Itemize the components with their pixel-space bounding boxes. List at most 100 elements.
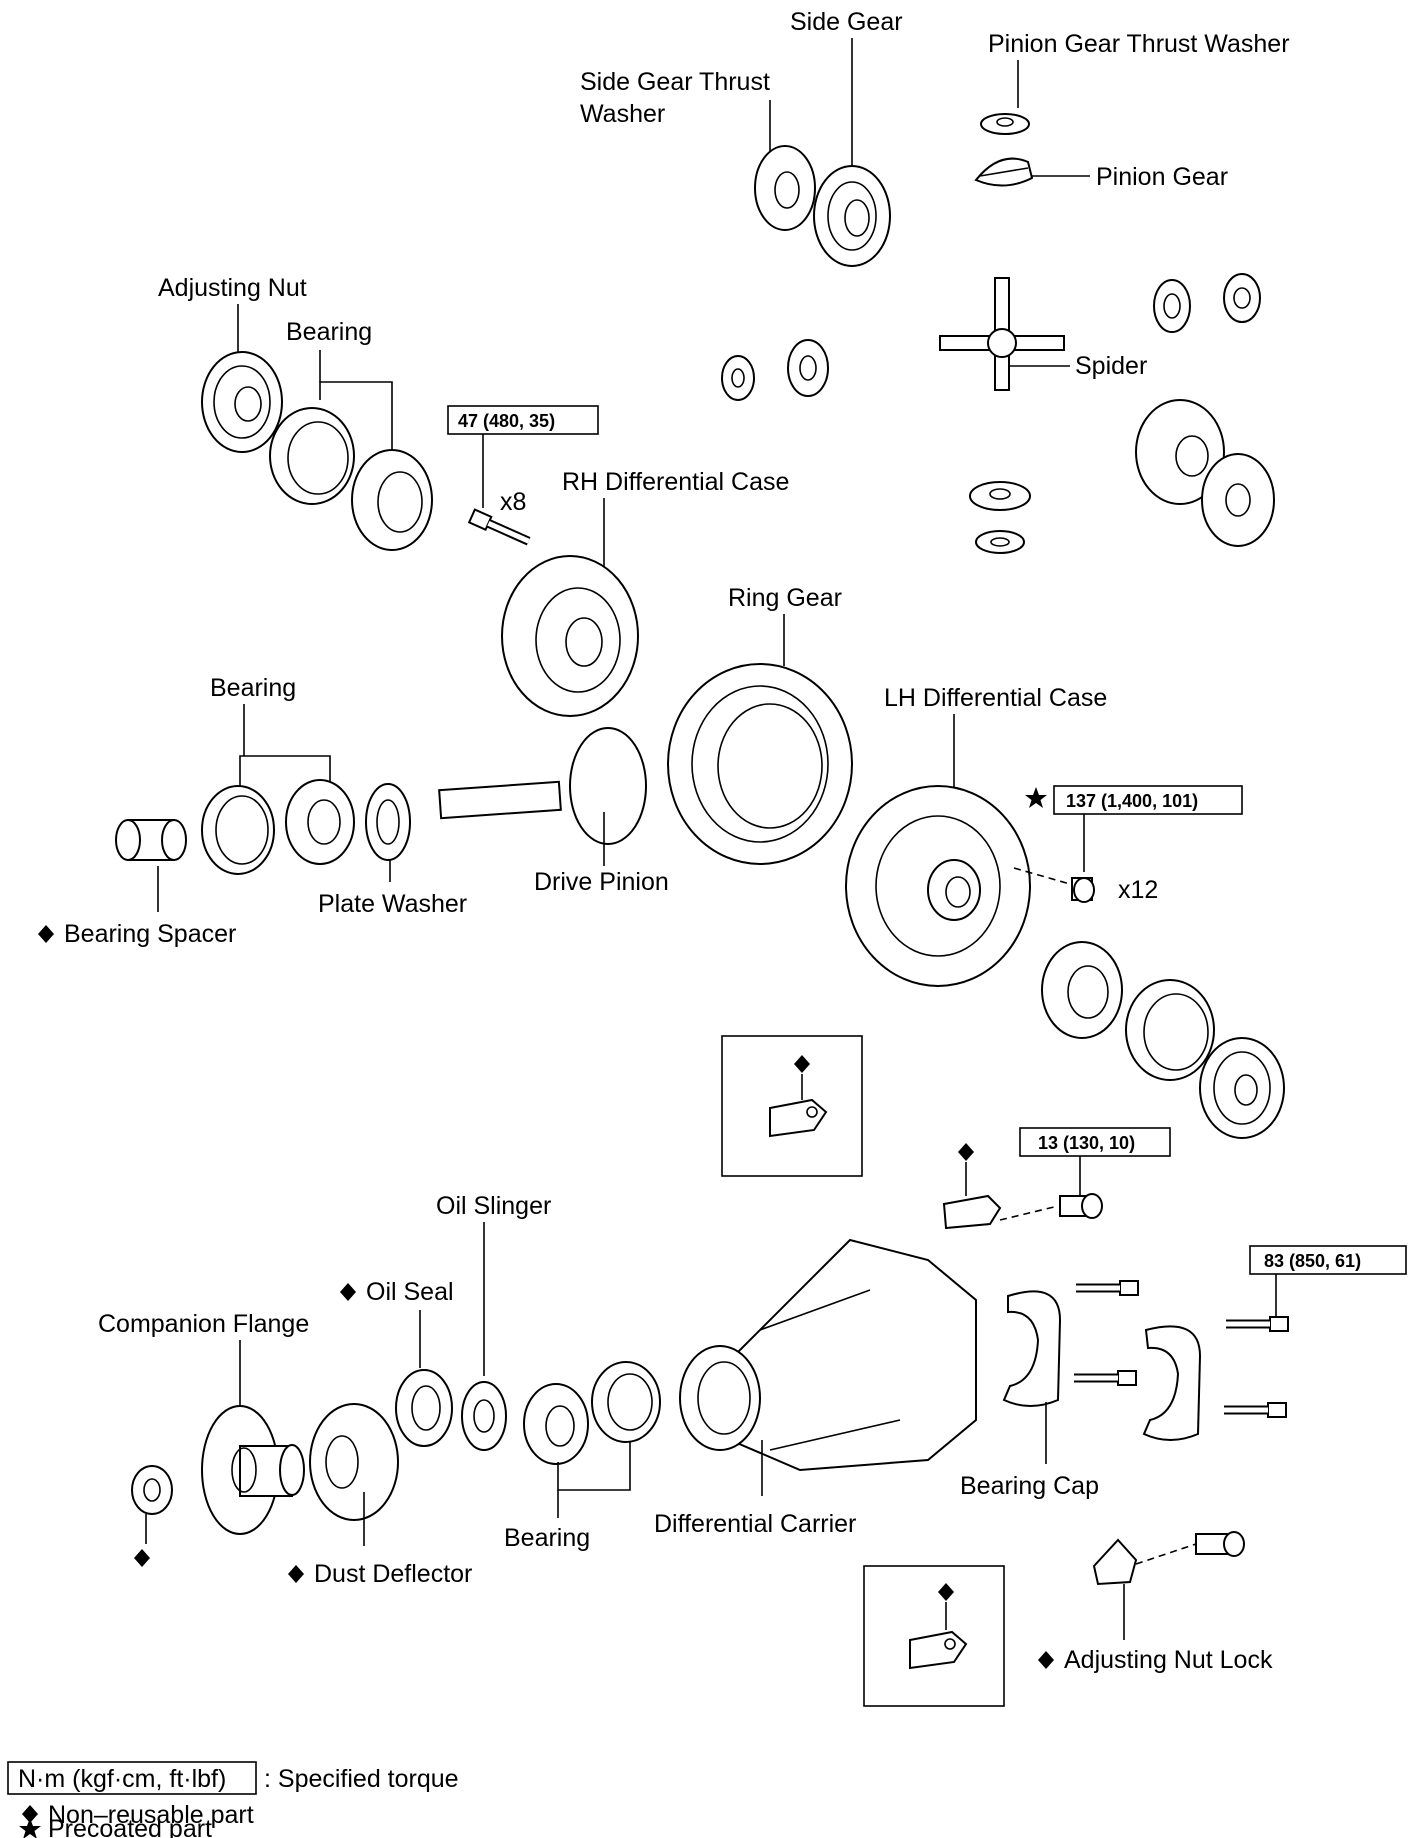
plate-washer-group: Plate Washer [318,783,467,918]
bearing-spacer-diamond-icon [38,925,54,943]
rh-case-torque-box [447,405,599,435]
pinion-gear-thrust-washer-part [980,113,1030,135]
lh-case-torque-box [1053,785,1243,815]
bearing-top-cup-part [269,407,355,505]
bearing-spacer-part [115,819,187,861]
companion-nut-diamond-icon [134,1549,150,1567]
adjusting-nut-lock-diamond-icon [1038,1651,1054,1669]
lh-case-torque-value: 137 (1,400, 101) [1066,791,1198,811]
drive-pinion-part [438,727,647,845]
lock-torque-group: 13 (130, 10) [942,1127,1171,1230]
bearing-cap-part-1 [1002,1290,1062,1407]
bearing-top-cone-part [351,449,433,551]
adjusting-nut-lock-label: Adjusting Nut Lock [1064,1646,1273,1674]
side-gear-thrust-washer-label-2: Washer [580,100,665,128]
lh-case-torque-group: 137 (1,400, 101) x12 [1013,785,1243,904]
precoated-star-icon [1025,787,1047,808]
oil-seal-group: Oil Seal [340,1278,454,1447]
legend-star-icon [19,1818,41,1838]
pinion-gear-label: Pinion Gear [1096,163,1228,191]
ring-gear-label: Ring Gear [728,584,842,612]
oil-seal-diamond-icon [340,1283,356,1301]
lock-torque-value: 13 (130, 10) [1038,1133,1135,1153]
adjusting-nut-lock-part [1092,1538,1138,1586]
side-gear-right-part [1135,399,1275,547]
rh-differential-case-part [501,555,639,717]
rh-case-torque-value: 47 (480, 35) [458,411,555,431]
lock-diamond-icon [958,1143,974,1161]
bearing-top-label: Bearing [286,318,372,346]
pinion-gear-part [974,157,1034,187]
side-gear-label: Side Gear [790,8,903,36]
bearing-mid-cup-part [201,785,275,875]
side-gear-thrust-washer-label-1: Side Gear Thrust [580,68,770,96]
companion-nut-group [131,1465,173,1567]
companion-flange-part [201,1405,305,1535]
companion-flange-label: Companion Flange [98,1310,309,1338]
bearing-top-group: Bearing [269,318,433,551]
spider-part [939,277,1065,391]
oil-slinger-group: Oil Slinger [436,1192,551,1451]
rh-differential-case-group: RH Differential Case [501,468,789,717]
pinion-gear-thrust-washer-label: Pinion Gear Thrust Washer [988,30,1290,58]
pinion-gear-lower-part [969,481,1031,554]
adjusting-nut-label: Adjusting Nut [158,274,307,302]
dust-deflector-part [309,1403,399,1521]
adjusting-nut-lock-group: Adjusting Nut Lock [1038,1531,1273,1674]
bearing-spacer-label: Bearing Spacer [64,920,236,948]
legend-torque-box [7,1761,257,1795]
lh-case-bolt-part [1071,877,1095,903]
pinion-gear-group: Pinion Gear [974,157,1228,191]
bearing-bottom-label: Bearing [504,1524,590,1552]
bearing-cap-torque-box [1249,1245,1407,1275]
lock-torque-box [1019,1127,1171,1157]
rh-case-torque-group: 47 (480, 35) x8 [447,405,599,548]
bearing-mid-cone-part [285,779,355,865]
side-gear-group: Side Gear [790,8,903,267]
bearing-cap-torque-value: 83 (850, 61) [1264,1251,1361,1271]
side-gear-thrust-washer-part [754,145,816,231]
differential-carrier-label: Differential Carrier [654,1510,856,1538]
dust-deflector-group: Dust Deflector [288,1403,472,1588]
side-gear-part [813,165,891,267]
legend: N·m (kgf·cm, ft·lbf) : Specified torque … [7,1761,459,1838]
bearing-cap-part-2 [1142,1325,1202,1441]
companion-nut-part [131,1465,173,1515]
small-gears-right [721,273,1261,401]
dust-deflector-label: Dust Deflector [314,1560,472,1588]
bearing-cap-label: Bearing Cap [960,1472,1099,1500]
lh-bearing-set [1041,941,1285,1139]
differential-carrier-part [679,1238,977,1472]
legend-torque-unit: N·m (kgf·cm, ft·lbf) [18,1765,226,1793]
inset-lock-view-2 [863,1565,1005,1707]
ring-gear-part [667,663,853,865]
rh-differential-case-label: RH Differential Case [562,468,789,496]
spider-group: Spider [939,277,1147,391]
drive-pinion-label: Drive Pinion [534,868,669,896]
lh-differential-case-group: LH Differential Case [845,684,1107,987]
bearing-cap-torque-group: 83 (850, 61) [1249,1245,1407,1318]
legend-torque-desc: : Specified torque [264,1765,459,1793]
drive-pinion-group: Drive Pinion [438,727,669,896]
bearing-bottom-cup-part [591,1361,661,1443]
companion-flange-group: Companion Flange [98,1310,309,1535]
inset-lock-view-1 [721,1035,863,1177]
bearing-spacer-group: Bearing Spacer [38,819,236,948]
lh-differential-case-label: LH Differential Case [884,684,1107,712]
bearing-cap-group: Bearing Cap [960,1290,1202,1500]
plate-washer-label: Plate Washer [318,890,467,918]
lock-bolt-part [1059,1193,1103,1219]
legend-non-reusable: Non–reusable part [48,1801,254,1829]
bearing-bottom-group: Bearing [504,1361,661,1552]
adjusting-nut-part [201,351,283,453]
legend-precoated: Precoated part [48,1815,212,1838]
spider-label: Spider [1075,352,1147,380]
bearing-mid-label: Bearing [210,674,296,702]
adjusting-nut-group: Adjusting Nut [158,274,307,453]
adjusting-nut-lock-bolt-part [1195,1531,1245,1557]
ring-gear-group: Ring Gear [667,584,853,865]
oil-slinger-label: Oil Slinger [436,1192,551,1220]
bearing-bottom-cone-part [523,1383,589,1465]
lh-differential-case-part [845,785,1031,987]
